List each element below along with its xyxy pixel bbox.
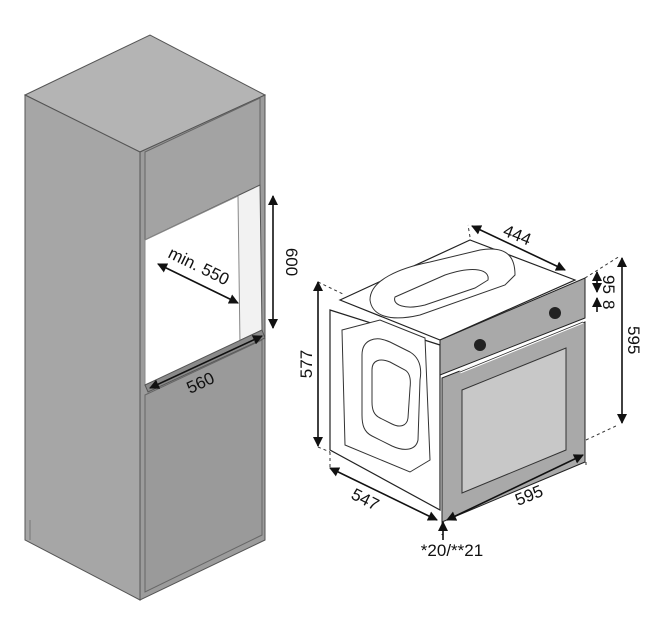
front-thickness-dimension: *20/**21	[421, 521, 483, 560]
oven-knob-right	[549, 307, 561, 319]
panel-height-dimension: 95	[584, 255, 621, 294]
oven-control-panel	[439, 277, 586, 376]
body-height-dimension: 577	[297, 281, 346, 453]
panel-height-label: 95	[599, 275, 618, 294]
oven-knob-left	[474, 339, 486, 351]
gap-dimension: 8	[592, 297, 618, 312]
cabinet-left-side	[24, 94, 141, 601]
oven-top-depth-label: 444	[501, 221, 534, 249]
built-in-oven	[329, 239, 586, 523]
oven-height-dimension: 595	[585, 257, 643, 441]
oven-height-label: 595	[624, 326, 643, 354]
tall-cabinet	[23, 34, 267, 601]
niche-height-label: 600	[282, 248, 301, 276]
body-depth-label: 547	[348, 485, 382, 515]
niche-height-dimension: 600	[268, 195, 301, 329]
gap-label: 8	[599, 300, 618, 309]
front-thickness-label: *20/**21	[421, 541, 483, 560]
body-height-label: 577	[297, 350, 316, 378]
